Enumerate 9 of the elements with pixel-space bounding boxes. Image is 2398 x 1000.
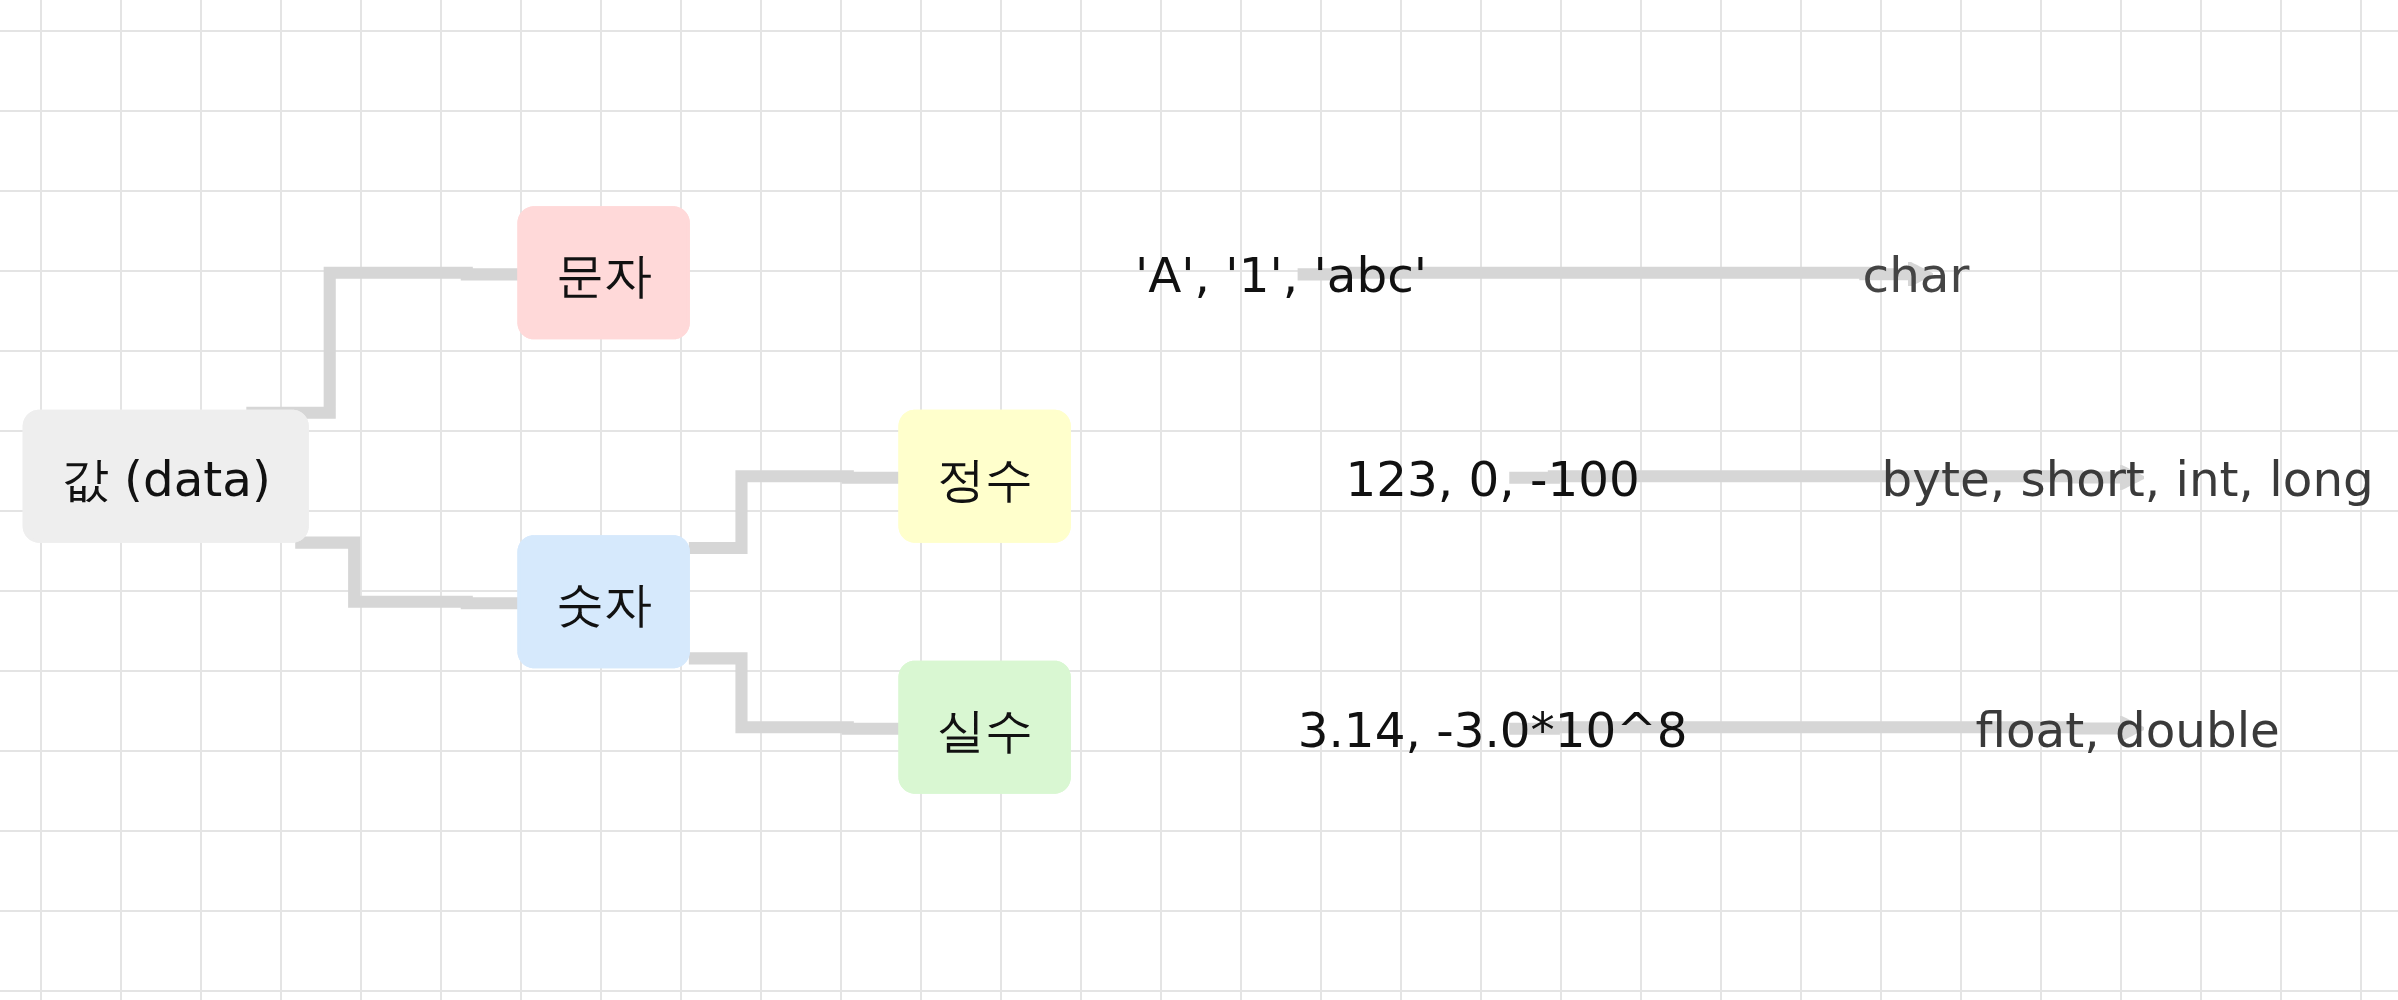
node-text: 3.14, -3.0*10^8 (1297, 701, 1688, 758)
arrow (1297, 260, 1934, 288)
node-text: 'A', '1', 'abc' (1134, 247, 1428, 304)
node-text: 123, 0, -100 (1345, 450, 1640, 507)
node-text: float, double (1975, 701, 2280, 758)
node-text: char (1862, 247, 1970, 304)
arrow (1509, 715, 2146, 742)
node-text: byte, short, int, long (1881, 450, 2374, 507)
arrow (1509, 464, 2146, 491)
